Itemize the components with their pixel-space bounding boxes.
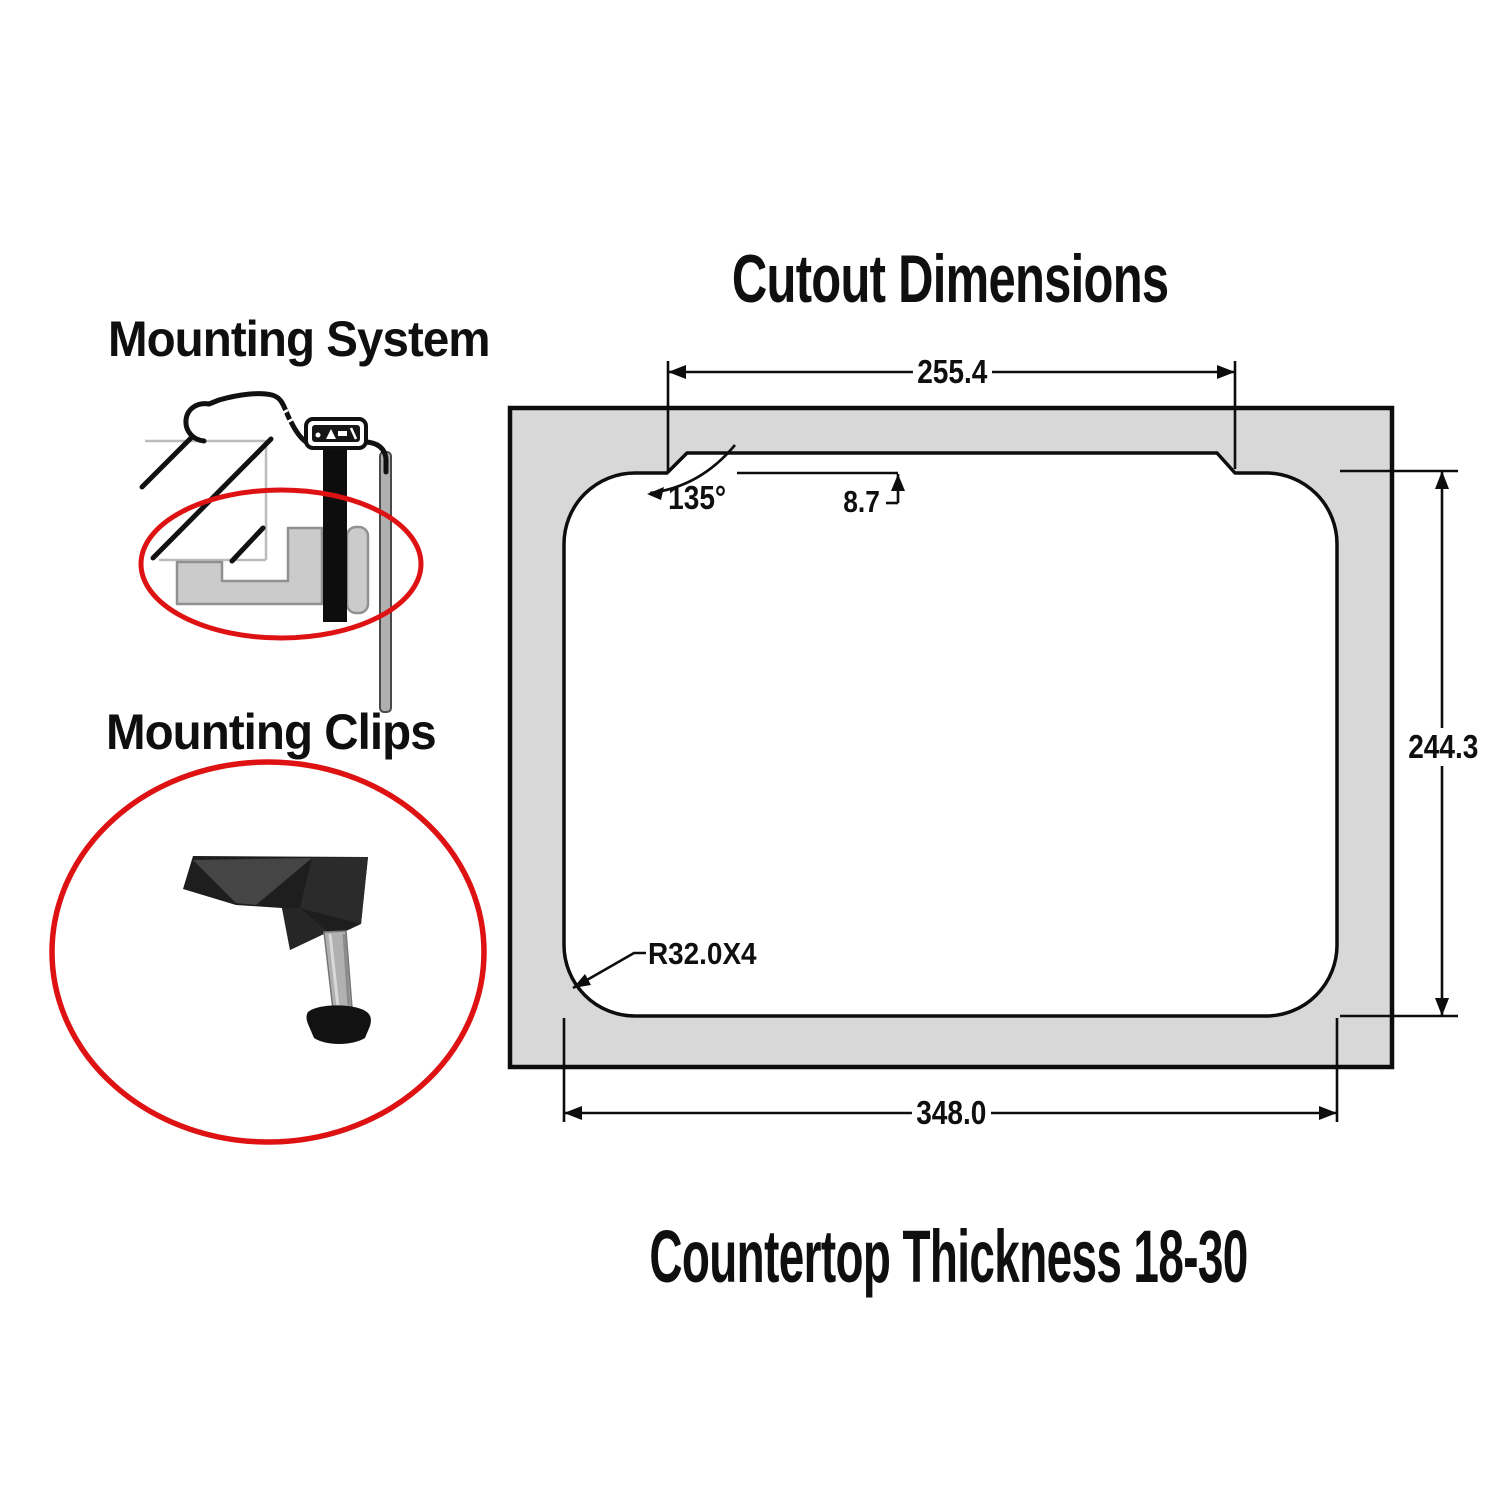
cutout-drawing <box>507 361 1458 1122</box>
mounting-system-highlight-ellipse <box>138 487 424 641</box>
clip-knob <box>306 1005 371 1044</box>
cutout-opening <box>562 451 1339 1018</box>
mounting-clips-figure <box>49 759 487 1145</box>
clip-bracket <box>175 526 324 606</box>
dim-right-height-row: 244.3 <box>693 728 1500 766</box>
dim-bottom-width-row: 348.0 <box>201 1094 1500 1132</box>
clip-3d-body <box>183 856 368 950</box>
clip-screw <box>323 930 353 1011</box>
page-title-row: Cutout Dimensions <box>200 240 1500 318</box>
mounting-clips-title: Mounting Clips <box>106 704 437 760</box>
dim-top-width-value: 255.4 <box>912 353 992 391</box>
dimension-step-depth <box>737 471 905 505</box>
mounting-system-title: Mounting System <box>108 311 491 367</box>
rim-stitch-marks <box>278 408 294 426</box>
dim-step-depth-row: 8.7 <box>112 484 1500 520</box>
note-row: Countertop Thickness 18-30 <box>199 1214 1500 1299</box>
label-plate <box>304 417 368 450</box>
dim-bottom-width-value: 348.0 <box>911 1094 991 1132</box>
countertop-thickness-note: Countertop Thickness 18-30 <box>649 1215 1249 1298</box>
dim-chamfer-angle-row: 135° <box>0 479 1447 517</box>
mounting-system-figure <box>138 391 424 713</box>
dimension-chamfer-angle <box>647 444 736 500</box>
dim-corner-radius-value: R32.0X4 <box>648 936 757 971</box>
dim-top-width-row: 255.4 <box>202 353 1500 391</box>
dim-right-height-value: 244.3 <box>1403 728 1483 766</box>
mounting-clips-highlight-ellipse <box>49 759 487 1145</box>
dim-chamfer-angle-value: 135° <box>667 479 727 516</box>
page-title: Cutout Dimensions <box>731 241 1169 317</box>
dim-step-depth-value: 8.7 <box>843 484 881 519</box>
clip-bracket-arm <box>345 525 370 615</box>
clamp-strap <box>323 444 347 622</box>
leader-corner-radius <box>572 951 646 990</box>
